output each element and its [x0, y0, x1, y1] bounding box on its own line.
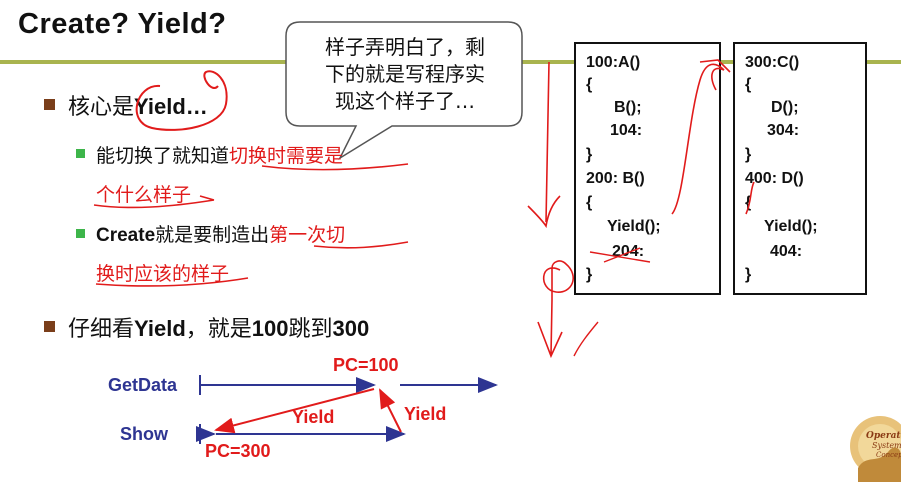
- bubble-line-1: 样子弄明白了，剩: [325, 35, 485, 59]
- sub-bullet-2-normal: 就是要制造出: [155, 224, 270, 246]
- red-down-arrow: [527, 61, 561, 229]
- pc100-label: PC=100: [333, 355, 399, 375]
- slide-title: Create? Yield?: [18, 8, 227, 40]
- bubble-line-3: 现这个样子了…: [335, 89, 475, 113]
- code-right-line: }: [745, 266, 752, 283]
- code-left-line: }: [586, 266, 593, 283]
- bullet-1: 核心是Yield…: [68, 89, 208, 121]
- red-strike: [589, 247, 651, 263]
- logo-dino: [858, 447, 901, 482]
- bullet-2-mid2: 跳到: [288, 317, 333, 342]
- sub-bullet-1-normal: 能切换了就知道: [96, 145, 230, 167]
- logo-text: Operating: [866, 431, 901, 441]
- red-stroke: [745, 181, 755, 215]
- bullet-2: 仔细看Yield，就是100跳到300: [68, 311, 369, 343]
- bubble-line-2: 下的就是写程序实: [325, 62, 485, 86]
- underline: [93, 195, 215, 209]
- sub-bullet-2-bold: Create: [96, 225, 156, 246]
- bullet-2-n1: 100: [251, 316, 289, 341]
- code-right-line: 304:: [767, 122, 800, 139]
- code-right-line: 400: D(): [745, 170, 804, 187]
- code-box-right: [733, 42, 867, 295]
- bubble-text: 样子弄明白了，剩 下的就是写程序实 现这个样子了…: [300, 34, 510, 115]
- bullet-marker: [44, 321, 55, 332]
- sub-bullet-marker: [76, 229, 85, 238]
- code-right-line: }: [745, 146, 752, 163]
- bubble-shape: [285, 21, 523, 161]
- sub-bullet-2-cont: 换时应该的样子: [96, 263, 230, 285]
- red-jump-stroke: [671, 63, 725, 215]
- bullet-marker: [44, 99, 55, 110]
- code-right-line: D();: [771, 99, 799, 116]
- underline: [313, 241, 409, 249]
- red-stroke: [573, 321, 599, 357]
- code-left-line: {: [586, 194, 593, 211]
- code-right-line: {: [745, 76, 752, 93]
- logo-text: System: [872, 441, 901, 450]
- red-loop-arrow: [537, 260, 575, 359]
- bullet-1-bold: Yield: [134, 94, 186, 119]
- code-left-line: B();: [614, 99, 642, 116]
- os-concepts-logo: Operating System Concepts: [850, 416, 901, 482]
- yield-circle-stroke: [135, 70, 228, 131]
- sub-bullet-2-red: 第一次切: [269, 224, 346, 246]
- yield-arrow-2: [379, 388, 402, 433]
- underline: [261, 163, 409, 171]
- bullet-1-suffix: …: [185, 94, 208, 119]
- code-right-line: 404:: [770, 243, 803, 260]
- code-right-line: Yield();: [764, 218, 818, 235]
- yield-arrow-1: [214, 388, 375, 434]
- bullet-1-prefix: 核心是: [68, 95, 135, 120]
- show-label: Show: [120, 424, 168, 444]
- bullet-2-bold: Yield: [134, 316, 186, 341]
- yield-label-2: Yield: [404, 404, 447, 424]
- code-left-line: 100:A(): [586, 54, 641, 71]
- code-right-line: {: [745, 194, 752, 211]
- getdata-label: GetData: [108, 375, 178, 395]
- sub-bullet-1-cont: 个什么样子: [96, 184, 192, 206]
- code-left-line: }: [586, 146, 593, 163]
- sub-bullet-1-red: 切换时需要是: [229, 145, 344, 167]
- code-left-line: Yield();: [607, 218, 661, 235]
- sub-bullet-1: 能切换了就知道切换时需要是: [96, 141, 343, 168]
- pc300-label: PC=300: [205, 441, 271, 461]
- code-left-line: {: [586, 76, 593, 93]
- logo-text: Concepts: [876, 451, 901, 459]
- bullet-2-n2: 300: [332, 316, 370, 341]
- sub-bullet-marker: [76, 149, 85, 158]
- yield-label-1: Yield: [292, 407, 335, 427]
- code-left-line: 104:: [610, 122, 643, 139]
- code-right-line: 300:C(): [745, 54, 800, 71]
- red-jump-head: [699, 59, 731, 73]
- bullet-2-mid: ，就是: [185, 317, 252, 342]
- code-left-line: 200: B(): [586, 170, 645, 187]
- sub-bullet-2: Create就是要制造出第一次切: [96, 220, 345, 247]
- bullet-2-prefix: 仔细看: [68, 317, 135, 342]
- underline: [95, 277, 249, 287]
